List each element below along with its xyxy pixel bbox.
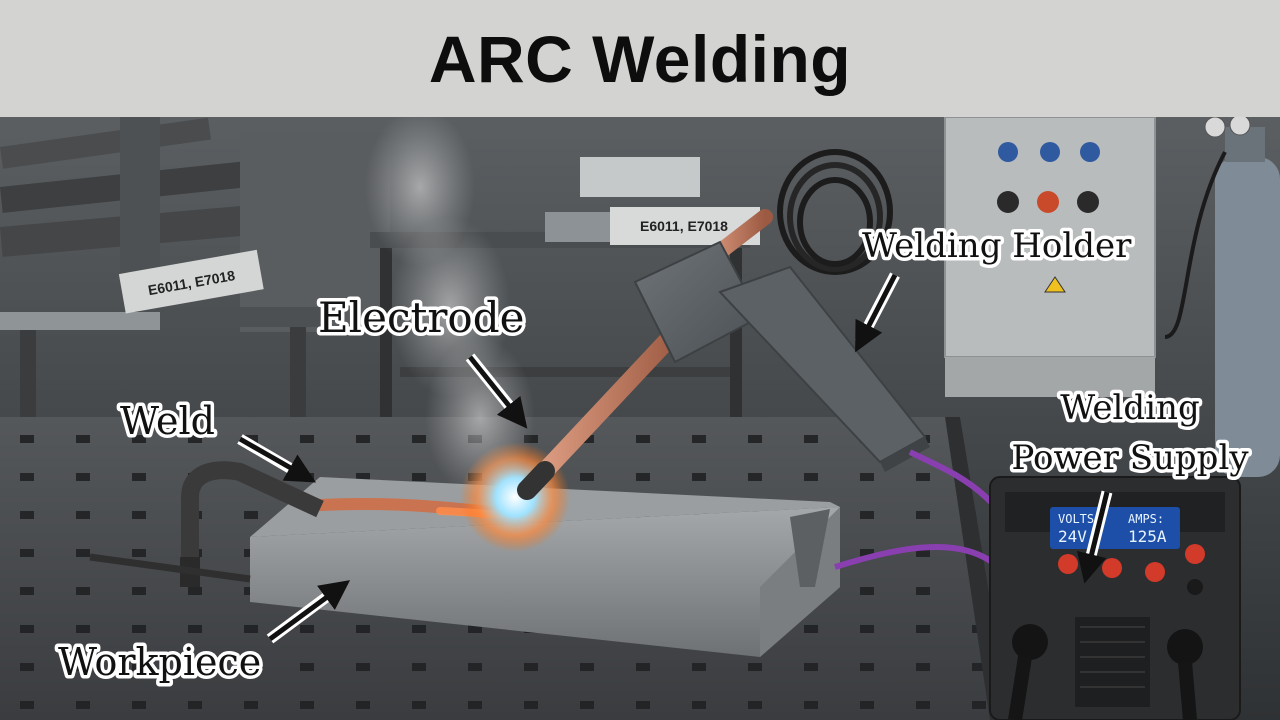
welding-holder-label: Welding Holder <box>862 226 1132 266</box>
lcd-amps-label: AMPS: <box>1128 512 1164 526</box>
label-welding-power-supply: Welding Power Supply <box>1008 385 1253 584</box>
workpiece-label: Workpiece <box>58 640 261 684</box>
electrode-box-center: E6011, E7018 <box>545 157 760 245</box>
welding-scene: E6011, E7018 E6011, E7018 <box>0 117 1280 720</box>
output-socket-left <box>1012 624 1048 660</box>
power-supply-label-line1: Welding <box>1060 388 1199 428</box>
weld-label: Weld <box>120 399 215 443</box>
arrow-icon <box>268 580 351 642</box>
warning-triangle-icon <box>1044 276 1066 293</box>
welding-holder-body <box>633 240 930 472</box>
arrow-icon <box>468 355 528 429</box>
arrow-icon <box>1077 491 1110 584</box>
title-banner: ARC Welding <box>0 0 1280 117</box>
knob-1[interactable] <box>1058 554 1078 574</box>
steel-stock <box>0 117 390 332</box>
lcd-amps-value: 125A <box>1128 527 1167 546</box>
output-socket-right <box>1167 629 1203 665</box>
label-weld: Weld <box>117 396 317 483</box>
label-workpiece: Workpiece <box>55 580 351 688</box>
lcd-volts-label: VOLTS: <box>1058 512 1101 526</box>
lcd-volts-value: 24V <box>1058 527 1087 546</box>
knob-2[interactable] <box>1102 558 1122 578</box>
label-electrode: Electrode <box>315 290 528 429</box>
label-welding-holder: Welding Holder <box>855 223 1136 353</box>
control-panel <box>944 117 1156 397</box>
page-title: ARC Welding <box>428 21 852 96</box>
power-supply-unit: VOLTS: 24V AMPS: 125A <box>989 476 1241 720</box>
electrode-box-left: E6011, E7018 <box>118 249 264 314</box>
c-clamp <box>89 461 324 587</box>
welding-smoke <box>365 117 535 497</box>
electrode-label: Electrode <box>318 293 524 342</box>
arrow-icon <box>238 436 317 483</box>
lcd-display <box>1050 507 1180 549</box>
arrow-icon <box>855 273 898 353</box>
electrode-box-label: E6011, E7018 <box>640 218 728 234</box>
power-supply-label-line2: Power Supply <box>1011 438 1249 478</box>
gas-cylinder <box>1164 117 1280 477</box>
knob-3[interactable] <box>1145 562 1165 582</box>
coiled-cable <box>777 149 893 275</box>
knob-4[interactable] <box>1185 544 1205 564</box>
